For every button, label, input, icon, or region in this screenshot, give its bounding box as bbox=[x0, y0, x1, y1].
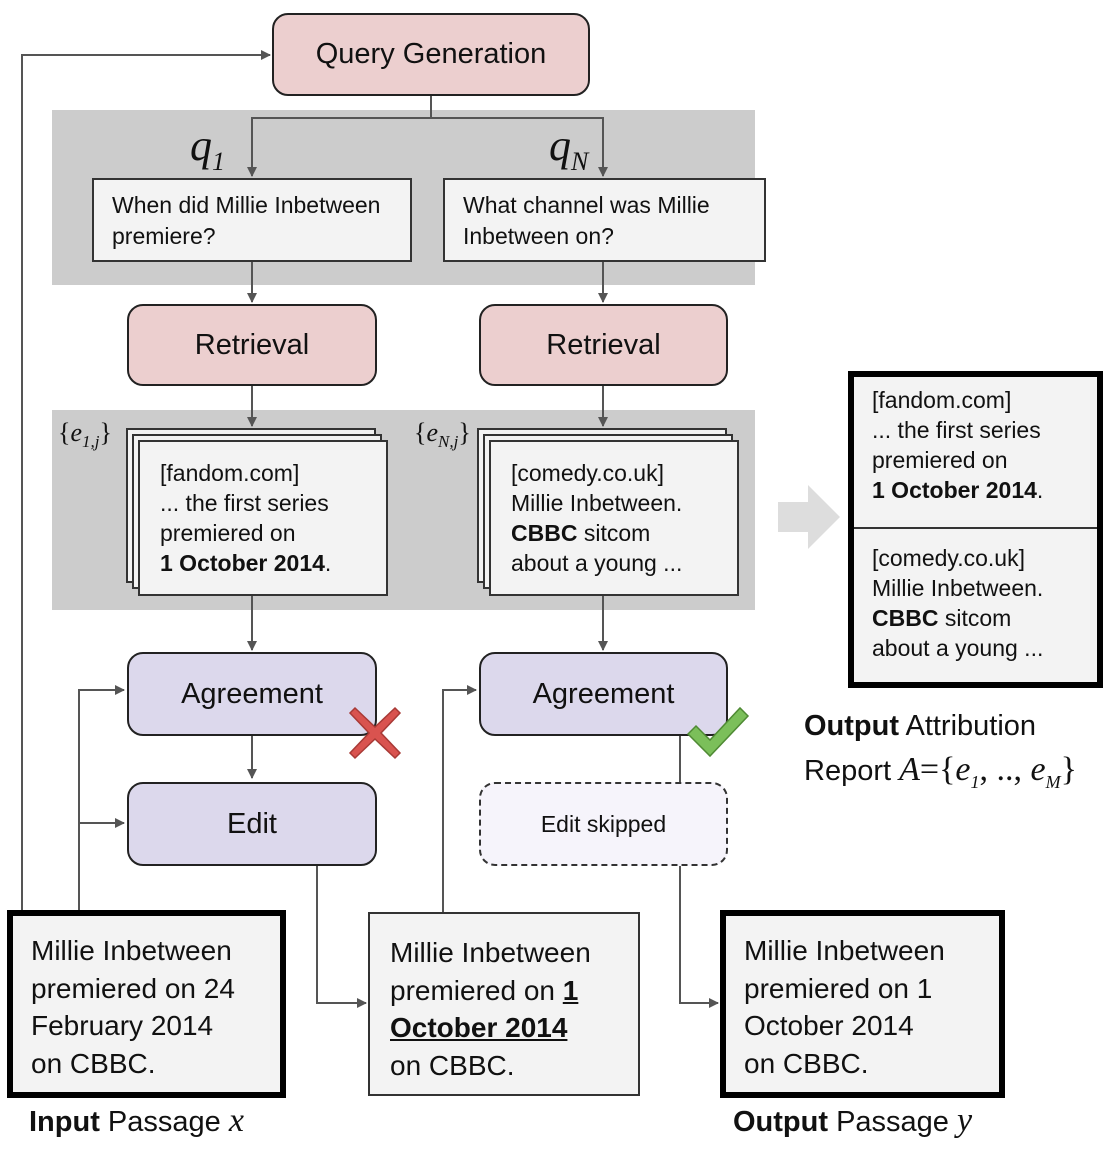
agreement-box-n: Agreement bbox=[479, 652, 728, 736]
passage-line: premiered on 1 bbox=[744, 972, 933, 1004]
evidence-source: [comedy.co.uk] bbox=[872, 545, 1025, 571]
query-var: q bbox=[190, 121, 212, 170]
brace-open: { bbox=[414, 418, 427, 447]
agreement-box-1: Agreement bbox=[127, 652, 377, 736]
math-var: x bbox=[228, 1102, 244, 1139]
query-box-1: When did Millie Inbetween premiere? bbox=[92, 178, 412, 262]
input-passage-box: Millie Inbetween premiered on 24 Februar… bbox=[7, 910, 286, 1098]
output-passage-caption: Output Passage y bbox=[733, 1102, 972, 1140]
passage-line: premiered on bbox=[390, 974, 563, 1006]
query-generation-box: Query Generation bbox=[272, 13, 590, 96]
evidence-line: Millie Inbetween. bbox=[872, 575, 1044, 601]
passage-line: October 2014 bbox=[744, 1010, 914, 1041]
math-eq: ={ bbox=[919, 751, 956, 788]
edit-box: Edit bbox=[127, 782, 377, 866]
query-var: q bbox=[549, 121, 571, 170]
edit-skipped-label: Edit skipped bbox=[540, 810, 667, 837]
agreement-label: Agreement bbox=[181, 677, 323, 710]
cross-icon bbox=[348, 706, 402, 760]
math-sub: 1 bbox=[970, 771, 980, 792]
passage-line: on CBBC. bbox=[744, 1047, 869, 1079]
passage-line: on CBBC. bbox=[390, 1049, 515, 1081]
passage-line: premiered on 24 bbox=[31, 972, 235, 1004]
evidence-line: about a young ... bbox=[872, 635, 1044, 661]
caption-text: Report bbox=[804, 755, 900, 787]
brace-close: } bbox=[458, 418, 471, 447]
period: . bbox=[1036, 477, 1044, 503]
math-text: } bbox=[1060, 751, 1077, 788]
evidence-card-n: [comedy.co.uk] Millie Inbetween. CBBC si… bbox=[489, 440, 739, 596]
evidence-source: [fandom.com] bbox=[160, 460, 300, 486]
evidence-sub: N,j bbox=[438, 432, 459, 452]
brace-close: } bbox=[99, 418, 112, 447]
check-icon bbox=[686, 706, 750, 758]
caption-text: Attribution bbox=[899, 710, 1037, 742]
attribution-evidence-2: [comedy.co.uk] Millie Inbetween. CBBC si… bbox=[854, 529, 1097, 663]
edited-highlight: October 2014 bbox=[390, 1012, 568, 1043]
retrieval-box-1: Retrieval bbox=[127, 304, 377, 386]
evidence-set-label-1: {e1,j} bbox=[58, 418, 112, 452]
math-text: , .., bbox=[979, 751, 1031, 788]
evidence-set-label-n: {eN,j} bbox=[414, 418, 471, 452]
caption-text: Passage bbox=[828, 1106, 957, 1138]
brace-open: { bbox=[58, 418, 71, 447]
retrieval-label: Retrieval bbox=[546, 328, 661, 361]
caption-bold: Output bbox=[733, 1106, 829, 1138]
evidence-sub: 1,j bbox=[82, 432, 100, 452]
math-var: e bbox=[955, 751, 971, 788]
attribution-evidence-1: [fandom.com] ... the first series premie… bbox=[854, 377, 1097, 529]
edited-passage-box: Millie Inbetween premiered on 1 October … bbox=[368, 912, 640, 1096]
retrieval-box-n: Retrieval bbox=[479, 304, 728, 386]
caption-bold: Input bbox=[29, 1106, 100, 1138]
edit-label: Edit bbox=[227, 807, 277, 840]
evidence-line: about a young ... bbox=[511, 550, 683, 576]
evidence-var: e bbox=[70, 418, 83, 447]
evidence-source: [comedy.co.uk] bbox=[511, 460, 664, 486]
output-attribution-box: [fandom.com] ... the first series premie… bbox=[848, 371, 1103, 688]
caption-bold: Output bbox=[804, 710, 900, 742]
query-generation-label: Query Generation bbox=[315, 38, 547, 70]
output-passage-box: Millie Inbetween premiered on 1 October … bbox=[720, 910, 1005, 1098]
math-sub: M bbox=[1045, 771, 1061, 792]
period: . bbox=[324, 550, 332, 576]
input-passage-caption: Input Passage x bbox=[29, 1102, 244, 1140]
evidence-highlight: 1 October 2014 bbox=[872, 477, 1037, 503]
evidence-line: sitcom bbox=[577, 520, 651, 546]
math-var: y bbox=[957, 1102, 973, 1139]
retrieval-label: Retrieval bbox=[194, 328, 310, 361]
evidence-line: sitcom bbox=[938, 605, 1012, 631]
query-label-n: qN bbox=[549, 120, 588, 177]
query-text: What channel was Millie Inbetween on? bbox=[463, 192, 710, 249]
evidence-source: [fandom.com] bbox=[872, 387, 1012, 413]
math-var: A bbox=[899, 751, 920, 788]
passage-line: Millie Inbetween bbox=[31, 935, 232, 966]
evidence-line: premiered on bbox=[872, 447, 1008, 473]
query-index: N bbox=[571, 146, 589, 176]
edited-highlight: 1 bbox=[562, 974, 579, 1006]
evidence-highlight: CBBC bbox=[511, 520, 578, 546]
passage-line: on CBBC. bbox=[31, 1047, 156, 1079]
caption-text: Passage bbox=[99, 1106, 229, 1138]
query-label-1: q1 bbox=[190, 120, 225, 177]
passage-line: Millie Inbetween bbox=[744, 935, 945, 966]
evidence-highlight: 1 October 2014 bbox=[160, 550, 325, 576]
passage-line: Millie Inbetween bbox=[390, 937, 591, 968]
query-index: 1 bbox=[212, 146, 225, 176]
evidence-line: ... the first series bbox=[872, 417, 1041, 443]
evidence-line: Millie Inbetween. bbox=[511, 490, 683, 516]
evidence-line: premiered on bbox=[160, 520, 296, 546]
evidence-card-1: [fandom.com] ... the first series premie… bbox=[138, 440, 388, 596]
attribution-arrow bbox=[778, 485, 840, 549]
query-box-n: What channel was Millie Inbetween on? bbox=[443, 178, 766, 262]
passage-line: February 2014 bbox=[31, 1010, 214, 1041]
evidence-highlight: CBBC bbox=[872, 605, 939, 631]
query-text: When did Millie Inbetween premiere? bbox=[112, 192, 381, 249]
edit-skipped-box: Edit skipped bbox=[479, 782, 728, 866]
agreement-label: Agreement bbox=[532, 677, 675, 710]
evidence-var: e bbox=[426, 418, 439, 447]
math-var: e bbox=[1030, 751, 1046, 788]
attribution-caption: Output Attribution Report A={e1, .., eM} bbox=[804, 704, 1077, 804]
evidence-line: ... the first series bbox=[160, 490, 329, 516]
